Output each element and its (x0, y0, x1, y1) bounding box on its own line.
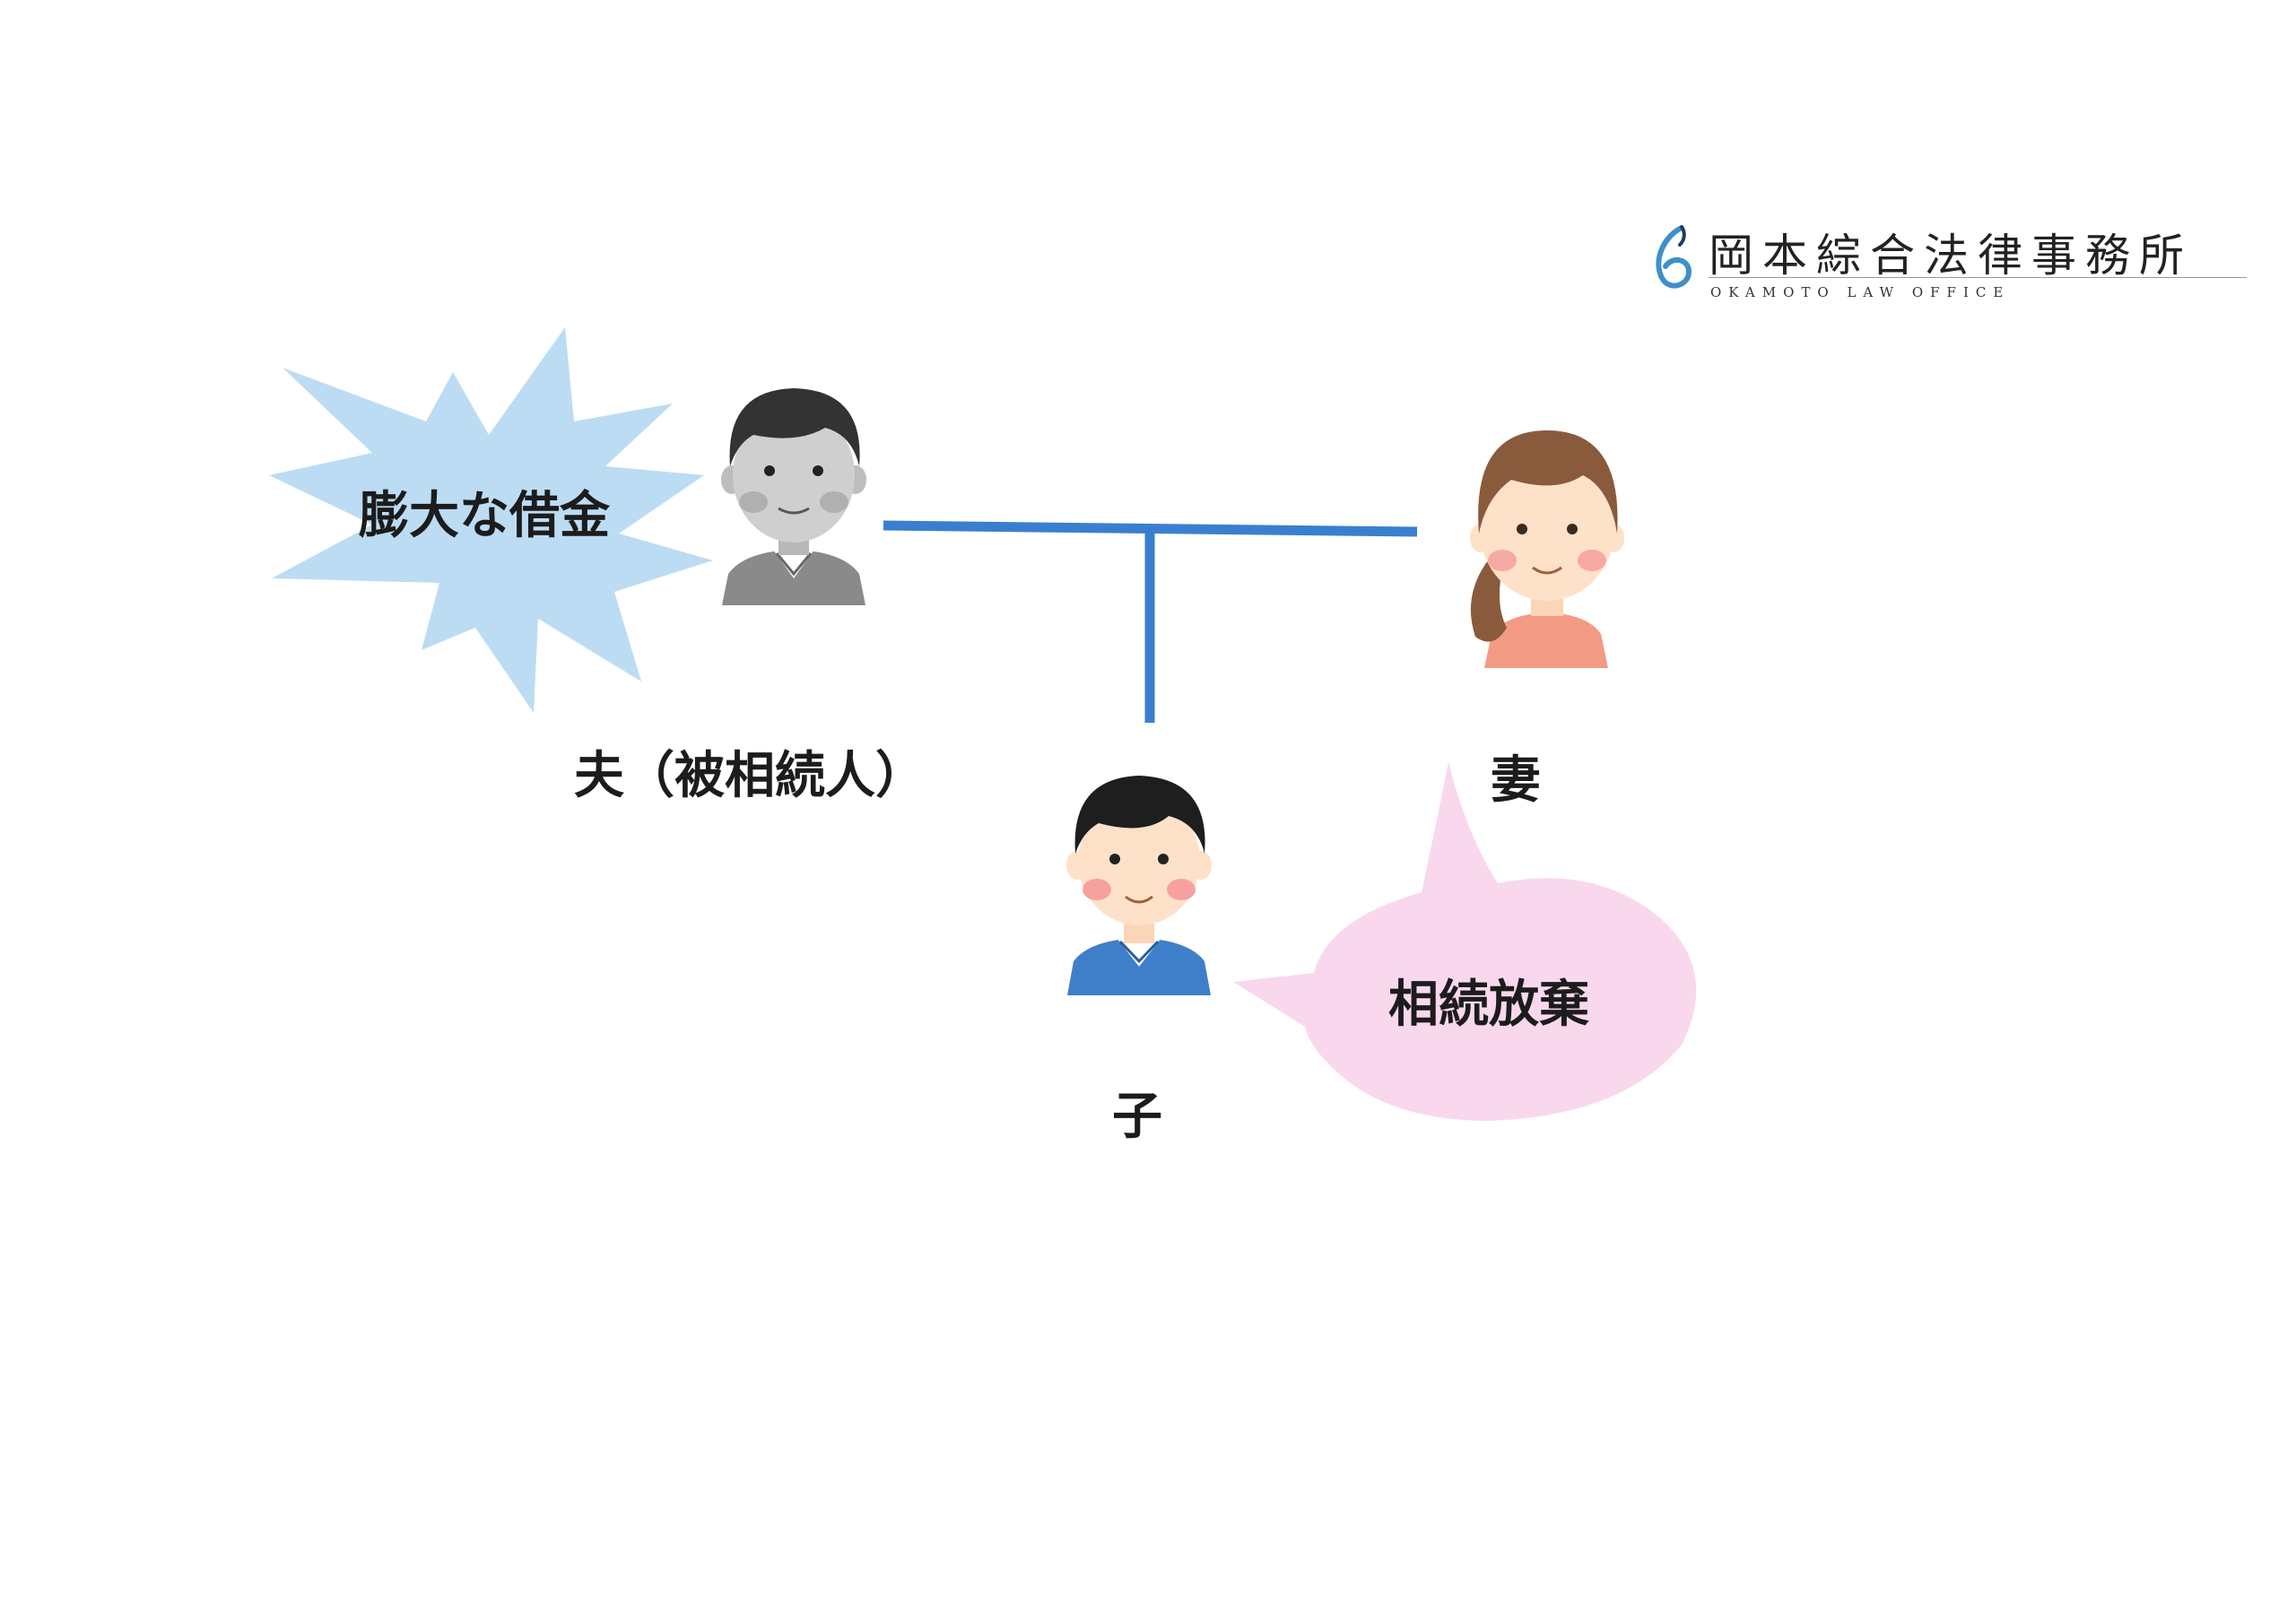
renounce-callout-text: 相続放棄 (1388, 976, 1589, 1034)
marriage-line (883, 520, 1418, 537)
husband-label: 夫（被相続人） (574, 747, 926, 805)
logo: 岡本綜合法律事務所 OKAMOTO LAW OFFICE (1646, 220, 2247, 309)
logo-divider (1709, 277, 2247, 278)
debt-starburst (269, 327, 713, 713)
logo-name-jp: 岡本綜合法律事務所 (1709, 230, 2193, 282)
elderly-man-icon (721, 388, 866, 605)
debt-callout-text: 膨大な借金 (359, 487, 610, 545)
child-label: 子 (1112, 1088, 1162, 1146)
wife-label: 妻 (1491, 751, 1541, 810)
young-man-icon (1066, 776, 1212, 995)
logo-mark-icon (1656, 225, 1692, 289)
woman-icon (1470, 430, 1624, 668)
logo-name-en: OKAMOTO LAW OFFICE (1710, 284, 2011, 300)
renounce-speech-bubble (1233, 762, 1697, 1121)
